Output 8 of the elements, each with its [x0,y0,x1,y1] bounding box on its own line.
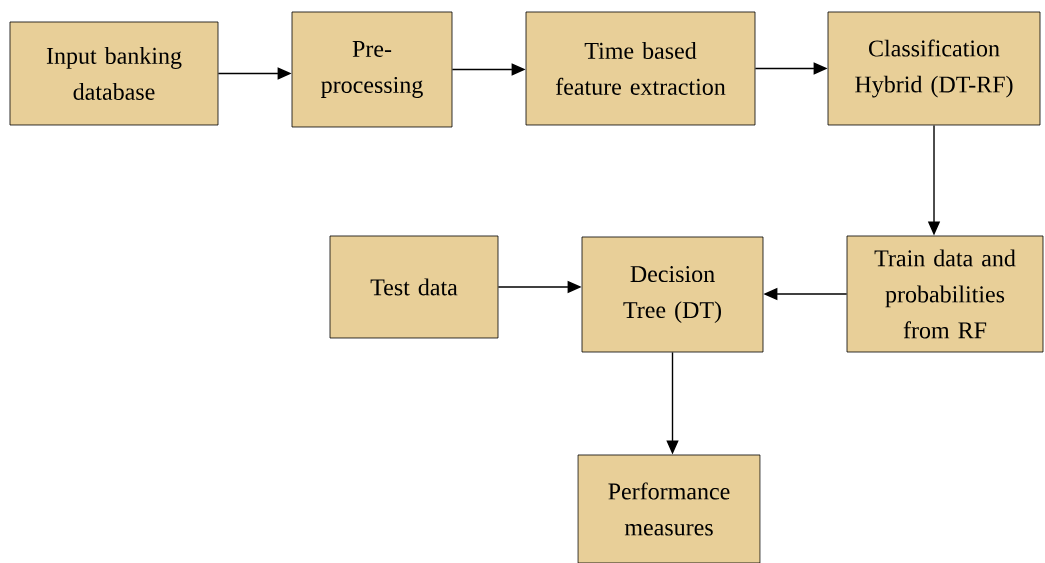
process-box: Classification Hybrid (DT-RF) [827,11,1041,126]
process-box: Pre-processing [291,11,453,128]
process-box: Train data and probabilities from RF [846,235,1044,353]
process-box: Decision Tree (DT) [581,236,764,353]
process-box: Performance measures [577,454,761,563]
process-box: Input banking database [9,21,219,126]
process-box: Time based feature extraction [525,11,756,126]
process-box: Test data [329,235,499,339]
